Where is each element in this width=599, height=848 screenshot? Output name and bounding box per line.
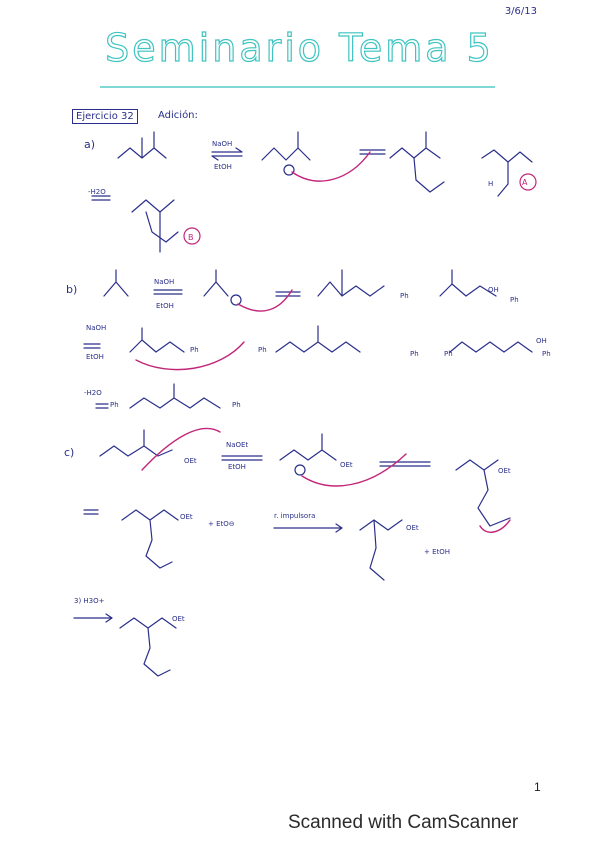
part-b-second-solvent: EtOH — [86, 353, 104, 361]
part-c-enolate — [279, 433, 337, 461]
group-ph: Ph — [258, 346, 267, 354]
part-c-eq — [379, 461, 431, 467]
part-c-attack-arrow — [301, 453, 407, 487]
part-a-reagent-base: NaOH — [212, 140, 233, 148]
page-title: Seminario Tema 5 — [105, 25, 494, 70]
part-c-step-note: r. impulsora — [274, 512, 316, 520]
group-oet: OEt — [172, 615, 185, 623]
part-b-reagent-base: NaOH — [154, 278, 175, 286]
group-ph: Ph — [190, 346, 199, 354]
part-c-elimination-arrow — [479, 519, 511, 533]
group-oet: OEt — [184, 457, 197, 465]
group-ph: Ph — [510, 296, 519, 304]
group-oet: OEt — [340, 461, 353, 469]
part-b-eq2 — [83, 343, 101, 349]
part-b-arrows — [153, 289, 183, 295]
part-a-dehydration: -H2O — [88, 188, 106, 196]
part-a-label: a) — [84, 138, 96, 151]
group-ph: Ph — [542, 350, 551, 358]
part-a-product-a — [481, 149, 533, 197]
group-oet: OEt — [406, 524, 419, 532]
part-c-ester — [99, 429, 173, 457]
part-a-attack-arrow — [291, 151, 371, 182]
part-c-enolate-2 — [359, 519, 403, 581]
part-a-eq2 — [91, 195, 111, 201]
part-b-charge — [230, 294, 242, 306]
part-b-dehydration: -H2O — [84, 389, 102, 397]
part-b-label: b) — [66, 283, 78, 296]
part-a-reactant — [117, 131, 167, 159]
part-b-dibenzylideneacetone — [129, 383, 221, 409]
part-b-enolate-2 — [129, 327, 185, 353]
part-c-label: c) — [64, 446, 75, 459]
part-a-circle-b — [183, 227, 201, 245]
part-a-annotation-a: A — [522, 178, 528, 187]
part-b-product-1 — [439, 269, 497, 297]
part-b-reagent-solvent: EtOH — [156, 302, 174, 310]
group-ph: Ph — [110, 401, 119, 409]
part-c-product — [119, 617, 177, 677]
date: 3/6/13 — [504, 6, 537, 17]
part-c-deprotonation-arrow — [141, 427, 221, 471]
part-b-attack-arrow — [237, 289, 293, 312]
part-c-side-product: + EtO⊖ — [208, 520, 235, 528]
part-a-enolate — [261, 131, 311, 161]
part-c-reagent-base: NaOEt — [226, 441, 249, 449]
title-underline — [100, 86, 495, 88]
exercise-label: Ejercicio 32 — [72, 109, 138, 124]
part-a-arrows — [211, 147, 243, 161]
group-oh: OH — [536, 337, 547, 345]
part-c-workup: 3) H3O+ — [74, 597, 105, 605]
part-a-eq — [359, 149, 386, 155]
part-a-annotation-b: B — [188, 233, 194, 242]
part-b-adduct — [317, 269, 385, 297]
part-b-second-base: NaOH — [86, 324, 107, 332]
part-b-enolate — [203, 269, 229, 297]
part-c-arrows — [221, 455, 263, 461]
part-b-product-2 — [449, 341, 533, 353]
camscanner-watermark: Scanned with CamScanner — [288, 812, 519, 833]
part-c-workup-arrow — [73, 613, 113, 623]
part-b-acetone — [103, 269, 129, 297]
group-h: H — [488, 180, 494, 188]
part-c-charge — [294, 464, 306, 476]
part-c-reagent-solvent: EtOH — [228, 463, 246, 471]
exercise-subtitle: Adición: — [158, 110, 198, 121]
part-b-adduct-2 — [275, 325, 361, 353]
part-a-circle-a — [519, 173, 537, 191]
group-ph: Ph — [444, 350, 453, 358]
group-oet: OEt — [498, 467, 511, 475]
part-c-intermediate — [121, 509, 179, 569]
group-ph: Ph — [400, 292, 409, 300]
part-c-adduct — [455, 459, 511, 527]
part-a-reagent-solvent: EtOH — [214, 163, 232, 171]
part-c-byproduct: + EtOH — [424, 548, 451, 556]
part-a-charge — [283, 164, 295, 176]
page-number: 1 — [534, 780, 541, 794]
part-b-eq3 — [95, 403, 109, 409]
group-ph: Ph — [232, 401, 241, 409]
group-ph: Ph — [410, 350, 419, 358]
group-oet: OEt — [180, 513, 193, 521]
part-c-arrow — [273, 523, 343, 533]
part-a-adduct — [389, 131, 445, 193]
part-a-product-b — [131, 199, 179, 253]
part-b-attack-arrow-2 — [135, 341, 245, 371]
group-oh: OH — [488, 286, 499, 294]
part-c-eq2 — [83, 509, 99, 515]
